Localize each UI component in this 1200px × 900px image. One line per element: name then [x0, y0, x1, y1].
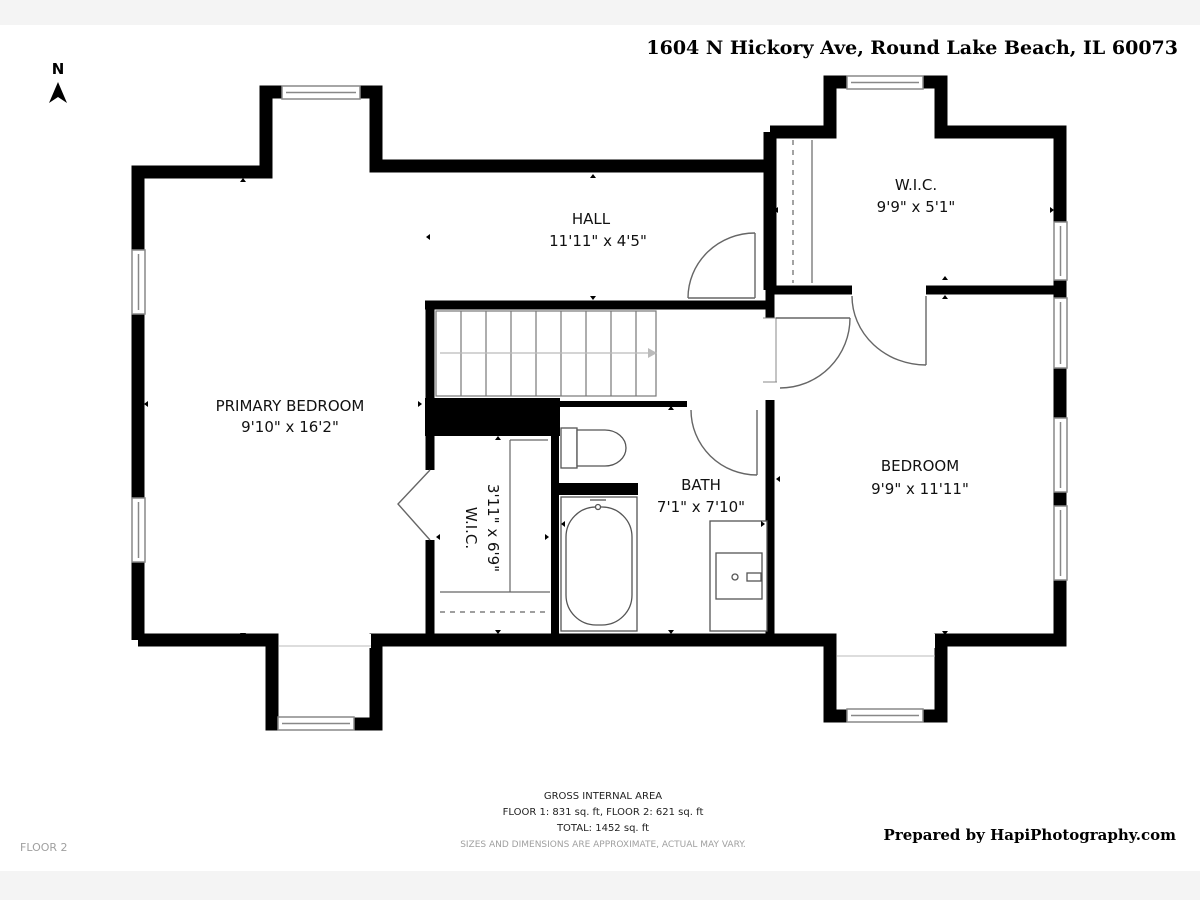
- area-total: TOTAL: 1452 sq. ft: [556, 823, 649, 834]
- disclaimer: SIZES AND DIMENSIONS ARE APPROXIMATE, AC…: [460, 840, 746, 850]
- measurement-ticks: [144, 174, 1054, 637]
- doors: [397, 232, 927, 541]
- room-name-bath: BATH: [681, 476, 721, 494]
- north-arrow-icon: N: [49, 60, 67, 103]
- top-margin: [0, 0, 1200, 25]
- room-dims-hall: 11'11" x 4'5": [549, 232, 647, 250]
- floor-label: FLOOR 2: [20, 841, 68, 854]
- room-name-bedroom: BEDROOM: [881, 457, 959, 475]
- area-title: GROSS INTERNAL AREA: [544, 791, 662, 802]
- room-dims-bath: 7'1" x 7'10": [657, 498, 745, 516]
- area-floors: FLOOR 1: 831 sq. ft, FLOOR 2: 621 sq. ft: [503, 807, 704, 818]
- room-name-wic-top: W.I.C.: [895, 176, 937, 194]
- bottom-margin: [0, 871, 1200, 900]
- photographer-credit: Prepared by HapiPhotography.com: [884, 826, 1177, 844]
- room-name-wic-small: W.I.C.: [462, 507, 480, 549]
- room-dims-primary-bedroom: 9'10" x 16'2": [241, 418, 339, 436]
- wall-openings: [279, 284, 935, 657]
- staircase: [435, 310, 657, 397]
- bath-fixtures: [560, 427, 768, 632]
- room-dims-bedroom: 9'9" x 11'11": [871, 480, 969, 498]
- windows: [131, 75, 1068, 731]
- toilet-bowl: [576, 429, 627, 467]
- room-labels: HALL 11'11" x 4'5" W.I.C. 9'9" x 5'1" PR…: [216, 176, 969, 572]
- room-dims-wic-small: 3'11" x 6'9": [484, 484, 502, 572]
- compass-label: N: [52, 60, 65, 78]
- closet-shelving: [440, 140, 813, 613]
- room-name-primary-bedroom: PRIMARY BEDROOM: [216, 397, 365, 415]
- bathtub-basin: [565, 506, 633, 626]
- toilet-tank: [560, 427, 578, 469]
- property-address: 1604 N Hickory Ave, Round Lake Beach, IL…: [646, 37, 1178, 59]
- room-dims-wic-top: 9'9" x 5'1": [877, 198, 956, 216]
- area-summary: GROSS INTERNAL AREA FLOOR 1: 831 sq. ft,…: [460, 791, 746, 850]
- room-name-hall: HALL: [572, 210, 611, 228]
